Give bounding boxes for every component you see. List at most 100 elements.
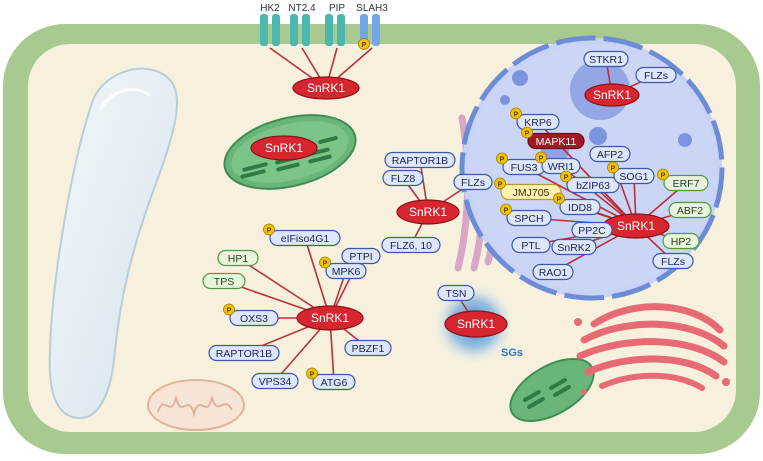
sg-label: SGs: [501, 347, 523, 359]
svg-text:P: P: [323, 261, 328, 268]
node-label-pbzf1: PBZF1: [352, 343, 385, 355]
snrk1-hub-cytoplasm: SnRK1: [296, 305, 364, 331]
node-label-mpk6: MPK6: [332, 266, 361, 278]
nt24-label: NT2.4: [288, 3, 316, 14]
node-raptor1b_c: RAPTOR1B: [208, 344, 280, 362]
node-label-hp2: HP2: [671, 236, 692, 248]
node-label-flzs_nu: FLZs: [661, 256, 685, 268]
node-label-spch: SPCH: [514, 213, 543, 225]
node-label-ptpi: PTPI: [349, 251, 372, 263]
node-mpk6: MPK6: [325, 262, 367, 280]
node-raptor1b_g: RAPTOR1B: [384, 151, 456, 169]
node-hp1: HP1: [217, 249, 259, 267]
node-bzip63: bZIP63: [566, 176, 620, 194]
node-idd8: IDD8: [559, 198, 601, 216]
membrane-transporters: HK2 NT2.4 PIP SLAH3: [260, 3, 388, 46]
node-label-ptl: PTL: [521, 240, 540, 252]
svg-text:P: P: [514, 112, 519, 119]
svg-text:SnRK1: SnRK1: [265, 141, 303, 155]
eifiso4g1-phospho: P: [263, 223, 275, 236]
node-label-raptor1b_c: RAPTOR1B: [216, 348, 272, 360]
node-wri1: WRI1: [541, 157, 581, 175]
node-label-flzs_n: FLZs: [644, 70, 668, 82]
svg-text:SnRK1: SnRK1: [311, 311, 349, 325]
svg-text:P: P: [267, 228, 272, 235]
snrk1-hub-nucleolus: SnRK1: [584, 83, 640, 107]
vacuole-highlight: [98, 87, 152, 111]
svg-text:SnRK1: SnRK1: [617, 219, 655, 233]
svg-text:P: P: [362, 42, 367, 49]
node-label-erf7: ERF7: [673, 178, 700, 190]
jmj705-phospho: P: [494, 177, 506, 190]
node-vps34: VPS34: [251, 372, 299, 390]
node-mapk11: MAPK11: [527, 132, 585, 150]
node-label-afp2: AFP2: [597, 149, 623, 161]
node-label-vps34: VPS34: [259, 376, 292, 388]
node-tps: TPS: [202, 272, 246, 290]
node-label-stkr1: STKR1: [589, 54, 623, 66]
svg-text:P: P: [525, 131, 530, 138]
node-label-abf2: ABF2: [677, 205, 703, 217]
node-sog1: SOG1: [613, 167, 655, 185]
node-label-pp2c: PP2C: [578, 225, 606, 237]
mpk6-phospho: P: [319, 256, 331, 269]
svg-text:SnRK1: SnRK1: [307, 81, 345, 95]
svg-text:P: P: [557, 197, 562, 204]
svg-text:P: P: [564, 175, 569, 182]
slah3-phospho: P: [358, 38, 370, 50]
node-label-idd8: IDD8: [568, 202, 592, 214]
atg6-phospho: P: [306, 367, 318, 380]
wri1-phospho: P: [535, 151, 547, 164]
node-erf7: ERF7: [663, 174, 709, 192]
node-label-krp6: KRP6: [524, 117, 552, 129]
node-label-sog1: SOG1: [619, 171, 648, 183]
node-label-bzip63: bZIP63: [576, 180, 610, 192]
node-atg6: ATG6: [312, 373, 356, 391]
snrk1-hub-golgi: SnRK1: [396, 199, 460, 225]
svg-text:P: P: [611, 166, 616, 173]
svg-text:SnRK1: SnRK1: [409, 205, 447, 219]
snrk1-hub-membrane: SnRK1: [292, 76, 360, 100]
node-label-rao1: RAO1: [539, 267, 568, 279]
vacuole: [48, 67, 178, 420]
hk2-channel: [260, 14, 280, 46]
node-label-flzs_g: FLZs: [461, 177, 485, 189]
node-hp2: HP2: [662, 232, 700, 250]
pip-label: PIP: [329, 3, 345, 14]
node-stkr1: STKR1: [583, 50, 629, 68]
bzip63-phospho: P: [560, 170, 572, 183]
protein-nodes: PSnRK1SnRK1SnRK1SnRK1SnRK1SnRK1SnRK1eIFi…: [202, 38, 712, 391]
node-oxs3: OXS3: [229, 309, 279, 327]
node-label-raptor1b_g: RAPTOR1B: [392, 155, 448, 167]
oxs3-phospho: P: [223, 303, 235, 316]
node-label-mapk11: MAPK11: [536, 136, 577, 148]
slah3-label: SLAH3: [356, 3, 388, 14]
node-flzs_nu: FLZs: [652, 252, 694, 270]
mitochondrion: [147, 379, 245, 431]
mapk11-phospho: P: [521, 126, 533, 139]
svg-text:SnRK1: SnRK1: [457, 317, 495, 331]
node-label-snrk2: SnRK2: [557, 242, 590, 254]
node-fus3: FUS3: [502, 158, 546, 176]
node-label-fus3: FUS3: [511, 162, 538, 174]
nt24-channel: [290, 14, 310, 46]
node-krp6: KRP6: [516, 113, 560, 131]
slah3-channel: [360, 14, 380, 46]
node-snrk2: SnRK2: [551, 238, 597, 256]
node-label-flz610: FLZ6, 10: [390, 240, 432, 252]
golgi-lower: [574, 303, 730, 395]
node-jmj705: JMJ705: [500, 183, 562, 201]
svg-text:P: P: [310, 372, 315, 379]
svg-text:P: P: [539, 156, 544, 163]
sog1-phospho: P: [607, 161, 619, 174]
chloroplast-lower: [509, 358, 595, 422]
svg-text:P: P: [498, 182, 503, 189]
node-abf2: ABF2: [668, 201, 712, 219]
krp6-phospho: P: [510, 107, 522, 120]
node-eifiso4g1: eIFiso4G1: [269, 229, 341, 247]
node-label-atg6: ATG6: [321, 377, 348, 389]
spch-phospho: P: [500, 203, 512, 216]
node-label-eifiso4g1: eIFiso4G1: [281, 233, 330, 245]
